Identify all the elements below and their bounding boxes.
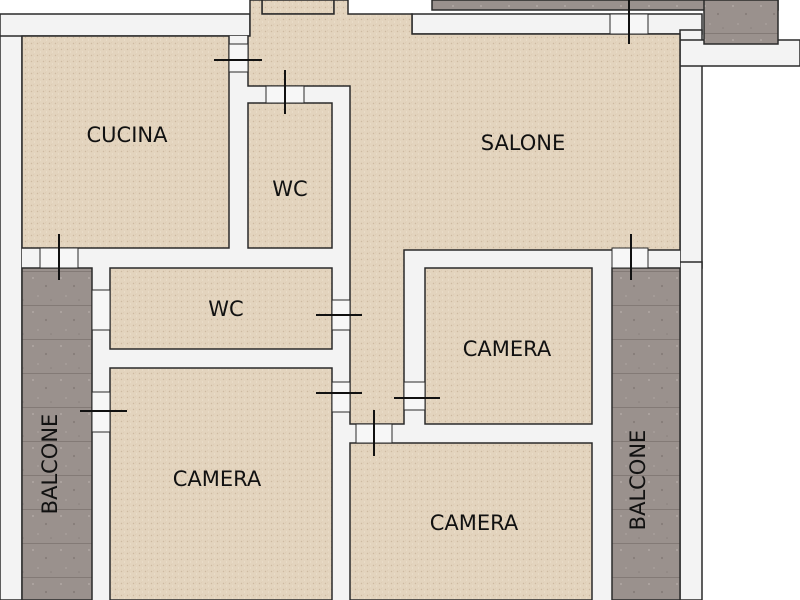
room-camera-left: [109, 367, 333, 600]
label-wc-upper: WC: [272, 177, 307, 201]
walls: [0, 13, 800, 600]
opening-balcony-left-1: [91, 289, 111, 331]
door-lines: [58, 0, 632, 456]
balcony-left: [21, 267, 93, 600]
room-salone-and-corridor: [247, 0, 681, 425]
room-labels: CUCINA SALONE WC WC CAMERA CAMERA CAMERA…: [38, 123, 650, 535]
label-wc-lower: WC: [208, 297, 243, 321]
balcony-right: [611, 267, 681, 600]
outer-wall-top-right: [411, 13, 703, 35]
outer-wall-left: [0, 17, 23, 600]
room-camera-right-small: [424, 267, 593, 425]
opening-camera-right: [403, 381, 426, 411]
label-balcone-left: BALCONE: [38, 414, 62, 515]
outer-wall-right-lower: [679, 261, 703, 600]
room-wc-upper: [247, 102, 333, 249]
opening-camera-left: [331, 381, 351, 413]
room-cucina: [21, 35, 230, 249]
label-camera-right-small: CAMERA: [463, 337, 552, 361]
rooms: [21, 0, 681, 600]
label-salone: SALONE: [481, 131, 566, 155]
room-camera-center: [349, 442, 593, 600]
top-room-fragment: [261, 0, 335, 15]
opening-cucina-corridor: [228, 43, 249, 73]
room-wc-lower: [109, 267, 333, 350]
top-right-balcony-extension: [703, 0, 779, 45]
label-cucina: CUCINA: [87, 123, 169, 147]
label-camera-left: CAMERA: [173, 467, 262, 491]
label-balcone-right: BALCONE: [626, 430, 650, 531]
outer-wall-top: [0, 13, 251, 37]
label-camera-center: CAMERA: [430, 511, 519, 535]
